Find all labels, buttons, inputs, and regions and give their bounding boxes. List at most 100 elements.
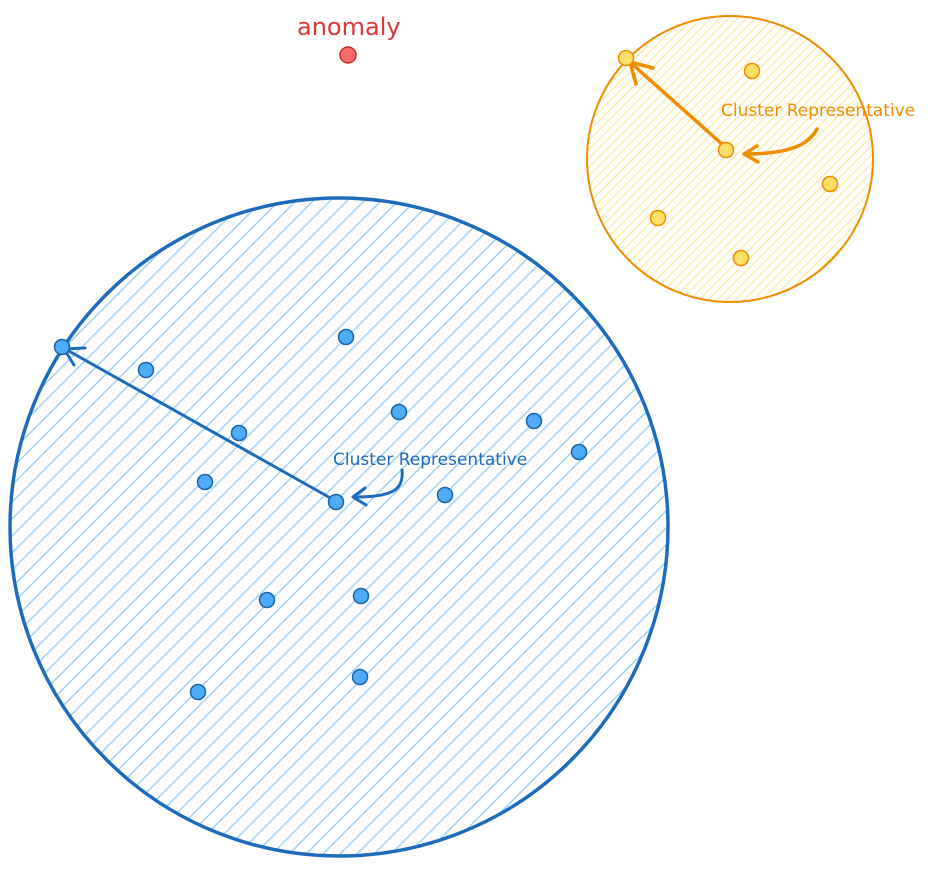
cluster-point — [436, 486, 454, 504]
cluster-point — [743, 62, 761, 80]
hatch-line — [587, 16, 833, 302]
hatch-line — [587, 16, 716, 302]
hatch-line — [10, 198, 456, 856]
hatch-line — [10, 198, 99, 856]
orange-boundary-point — [617, 49, 635, 67]
blue-cluster-boundary — [8, 196, 670, 858]
hatch-line — [587, 16, 873, 302]
hatch-line — [703, 16, 873, 302]
hatch-line — [10, 198, 82, 856]
cluster-point — [390, 403, 408, 421]
cluster-point — [525, 412, 543, 430]
hatch-line — [587, 16, 873, 302]
hatch-line — [10, 198, 592, 856]
orange-representative-point — [717, 141, 735, 159]
blue-representative-pointer — [353, 468, 404, 499]
cluster-point — [337, 328, 355, 346]
cluster-point — [258, 591, 276, 609]
hatch-line — [694, 16, 873, 302]
hatch-line — [587, 16, 770, 302]
hatch-line — [748, 16, 873, 302]
hatch-line — [587, 16, 851, 302]
hatch-line — [402, 198, 668, 856]
hatch-line — [368, 198, 668, 856]
blue-cluster-hatch — [10, 198, 668, 856]
hatch-line — [334, 198, 668, 856]
hatch-line — [10, 198, 575, 856]
blue-cluster-representative-label: Cluster Representative — [333, 450, 528, 470]
hatch-line — [385, 198, 668, 856]
hatch-line — [113, 198, 668, 856]
hatch-line — [10, 198, 439, 856]
hatch-line — [587, 16, 779, 302]
blue-representative-point — [327, 493, 345, 511]
hatch-line — [96, 198, 668, 856]
hatch-line — [658, 16, 873, 302]
blue-cluster — [8, 196, 670, 858]
hatch-line — [587, 16, 788, 302]
hatch-line — [164, 198, 668, 856]
hatch-line — [10, 198, 337, 856]
orange-cluster-representative-label: Cluster Representative — [721, 101, 916, 121]
cluster-point — [230, 424, 248, 442]
hatch-line — [811, 16, 873, 302]
hatch-line — [10, 198, 235, 856]
hatch-line — [587, 16, 842, 302]
cluster-point — [189, 683, 207, 701]
hatch-line — [10, 198, 354, 856]
hatch-line — [10, 198, 405, 856]
hatch-line — [587, 16, 873, 302]
hatch-line — [766, 16, 873, 302]
hatch-line — [587, 16, 653, 302]
hatch-line — [676, 16, 873, 302]
hatch-line — [587, 16, 873, 302]
hatch-line — [572, 198, 668, 856]
blue-cluster-radius-arrow — [65, 348, 336, 502]
hatch-line — [300, 198, 668, 856]
hatch-line — [667, 16, 873, 302]
orange-cluster-boundary — [586, 15, 874, 303]
anomaly-label: anomaly — [297, 13, 401, 41]
blue-cluster-points — [53, 328, 588, 701]
hatch-line — [147, 198, 668, 856]
hatch-line — [10, 198, 422, 856]
orange-cluster-points — [617, 49, 839, 267]
hatch-line — [587, 16, 824, 302]
hatch-line — [10, 198, 201, 856]
hatch-line — [266, 198, 668, 856]
cluster-point — [196, 473, 214, 491]
cluster-point — [137, 361, 155, 379]
hatch-line — [589, 198, 668, 856]
hatch-line — [10, 198, 286, 856]
hatch-line — [802, 16, 873, 302]
hatch-line — [10, 198, 320, 856]
hatch-line — [79, 198, 668, 856]
hatch-line — [10, 198, 269, 856]
hatch-line — [847, 16, 873, 302]
hatch-line — [712, 16, 873, 302]
hatch-line — [721, 16, 873, 302]
hatch-line — [10, 198, 388, 856]
hatch-line — [10, 198, 31, 856]
hatch-line — [587, 16, 743, 302]
hatch-line — [130, 198, 668, 856]
cluster-point — [732, 249, 750, 267]
hatch-line — [10, 198, 490, 856]
hatch-line — [587, 16, 815, 302]
hatch-line — [613, 16, 873, 302]
hatch-line — [587, 16, 734, 302]
orange-pointer-arrowhead — [742, 144, 760, 164]
hatch-line — [604, 16, 873, 302]
hatch-line — [631, 16, 873, 302]
hatch-line — [249, 198, 668, 856]
hatch-line — [10, 198, 150, 856]
orange-cluster — [586, 15, 874, 303]
hatch-line — [10, 198, 303, 856]
hatch-line — [587, 16, 680, 302]
hatch-line — [10, 198, 116, 856]
hatch-line — [181, 198, 668, 856]
hatch-line — [685, 16, 873, 302]
hatch-line — [10, 198, 371, 856]
hatch-line — [45, 198, 668, 856]
